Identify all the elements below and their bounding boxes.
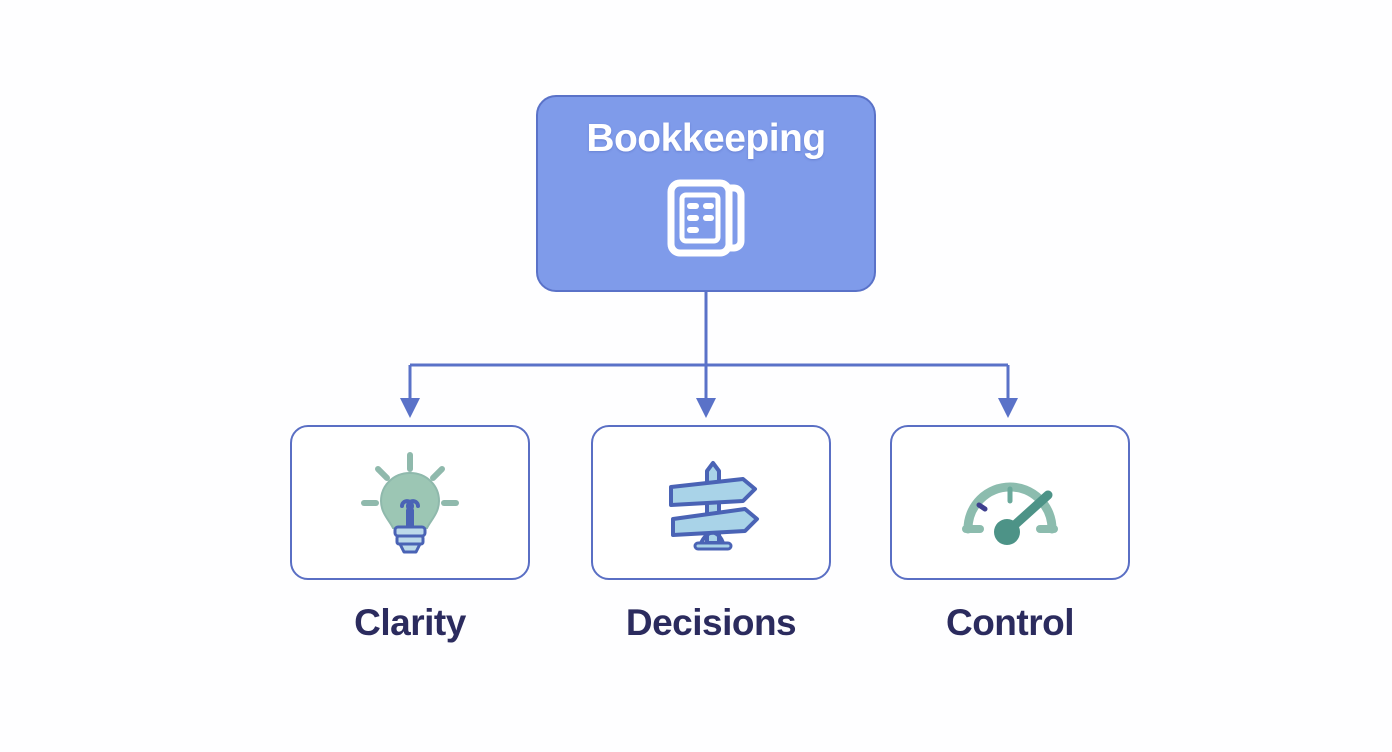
leaf-card-clarity[interactable]	[290, 425, 530, 580]
root-node-title: Bookkeeping	[586, 117, 826, 160]
leaf-card-decisions[interactable]	[591, 425, 831, 580]
lightbulb-icon	[361, 451, 459, 553]
gauge-meter-icon	[962, 482, 1058, 545]
ledger-document-icon	[667, 179, 745, 257]
leaf-card-control[interactable]	[890, 425, 1130, 580]
leaf-label-decisions: Decisions	[625, 602, 797, 643]
signpost-icon	[669, 460, 759, 550]
root-node-bookkeeping[interactable]: Bookkeeping	[536, 95, 876, 292]
leaf-label-control: Control	[945, 602, 1075, 643]
leaf-label-clarity: Clarity	[354, 602, 466, 643]
